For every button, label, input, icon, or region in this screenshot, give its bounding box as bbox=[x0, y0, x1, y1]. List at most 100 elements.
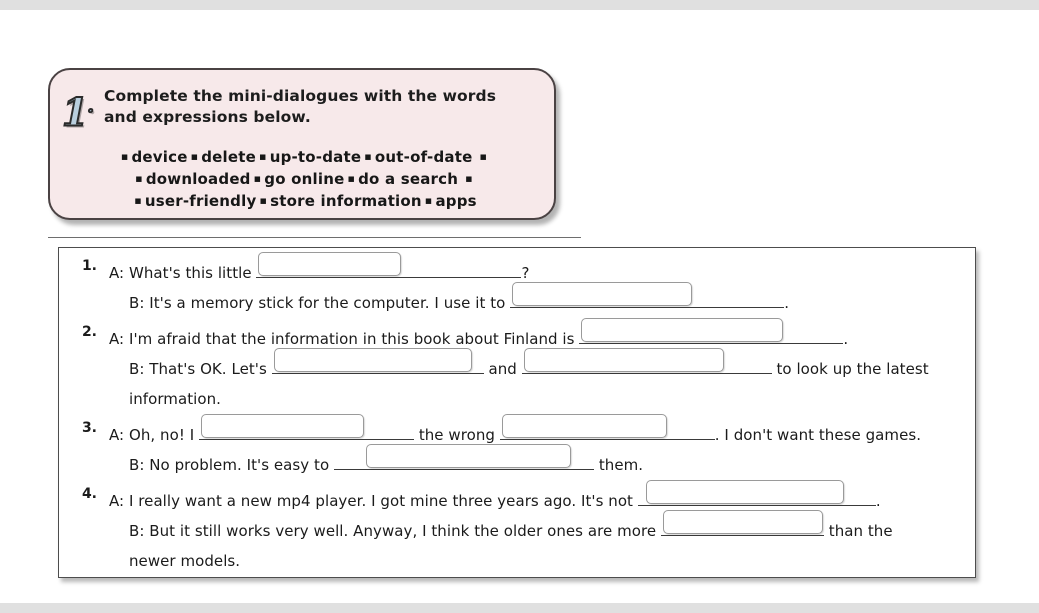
instruction-text: Complete the mini-dialogues with the wor… bbox=[104, 86, 544, 128]
answer-input[interactable] bbox=[501, 414, 667, 438]
dialogue-text: But it still works very well. Anyway, I … bbox=[149, 522, 661, 540]
item-lines: A: I'm afraid that the information in th… bbox=[109, 318, 961, 414]
exercise-number: 1. bbox=[61, 82, 118, 136]
exercise-panel: 1.A: What's this little ?B: It's a memor… bbox=[58, 247, 976, 578]
dialogue-text: than the bbox=[823, 522, 893, 540]
dialogue-line: B: But it still works very well. Anyway,… bbox=[109, 510, 961, 546]
instruction-card: 1. Complete the mini-dialogues with the … bbox=[48, 68, 556, 220]
dialogue-line: newer models. bbox=[109, 546, 961, 576]
answer-input[interactable] bbox=[523, 348, 724, 372]
exercise-item: 1. A: What's this little ?B: It's a memor… bbox=[71, 252, 961, 318]
word-bank-word: delete bbox=[201, 148, 257, 166]
answer-input[interactable] bbox=[273, 348, 472, 372]
answer-input[interactable] bbox=[201, 414, 364, 438]
dialogue-text: . I don't want these games. bbox=[714, 426, 922, 444]
item-number: 1. bbox=[81, 258, 97, 274]
word-bank-row: ▪device▪delete▪up-to-date▪out-of-date ▪ bbox=[78, 146, 530, 168]
exercise-item: 3. A: Oh, no! I the wrong . I don't want … bbox=[71, 414, 961, 480]
speaker-label: A: bbox=[109, 426, 129, 444]
speaker-label: B: bbox=[129, 360, 150, 378]
word-bank-word: go online bbox=[264, 170, 345, 188]
word-bank-word: out-of-date bbox=[374, 148, 473, 166]
bullet-icon: ▪ bbox=[134, 194, 142, 207]
word-bank-word: up-to-date bbox=[269, 148, 362, 166]
bullet-icon: ▪ bbox=[364, 150, 372, 163]
answer-blank bbox=[521, 348, 772, 374]
bullet-icon: ▪ bbox=[253, 172, 262, 185]
answer-blank bbox=[510, 282, 785, 308]
exercise-item: 2. A: I'm afraid that the information in … bbox=[71, 318, 961, 414]
instruction-line-2: and expressions below. bbox=[104, 108, 311, 126]
dialogue-text: I'm afraid that the information in this … bbox=[128, 330, 580, 348]
bullet-icon: ▪ bbox=[424, 194, 433, 207]
dialogue-text: No problem. It's easy to bbox=[149, 456, 335, 474]
answer-input[interactable] bbox=[662, 510, 823, 534]
answer-input[interactable] bbox=[645, 480, 844, 504]
speaker-label: A: bbox=[109, 264, 129, 282]
bullet-icon: ▪ bbox=[120, 150, 129, 163]
exercise-items: 1.A: What's this little ?B: It's a memor… bbox=[71, 252, 961, 582]
answer-blank bbox=[637, 480, 876, 506]
dialogue-line: B: No problem. It's easy to them. bbox=[109, 444, 961, 480]
instruction-line-1: Complete the mini-dialogues with the wor… bbox=[104, 87, 497, 105]
bullet-icon: ▪ bbox=[135, 172, 143, 185]
word-bank-word: device bbox=[131, 148, 188, 166]
dialogue-text: What's this little bbox=[128, 264, 257, 282]
dialogue-line: A: Oh, no! I the wrong . I don't want th… bbox=[109, 414, 961, 450]
word-bank-word: do a search bbox=[358, 170, 459, 188]
dialogue-text: and bbox=[483, 360, 522, 378]
dialogue-text: . bbox=[843, 330, 849, 348]
item-lines: A: What's this little ?B: It's a memory … bbox=[109, 252, 961, 318]
dialogue-line: B: It's a memory stick for the computer.… bbox=[109, 282, 961, 318]
answer-blank bbox=[579, 318, 844, 344]
answer-blank bbox=[334, 444, 595, 470]
dialogue-line: A: I'm afraid that the information in th… bbox=[109, 318, 961, 354]
speaker-label: A: bbox=[109, 330, 129, 348]
exercise-number-value: 1 bbox=[61, 89, 90, 136]
bullet-icon: ▪ bbox=[190, 150, 199, 163]
answer-input[interactable] bbox=[512, 282, 693, 306]
dialogue-line: B: That's OK. Let's and to look up the l… bbox=[109, 348, 961, 384]
bullet-icon: ▪ bbox=[475, 150, 488, 163]
speaker-label: A: bbox=[109, 492, 129, 510]
exercise-item: 4. A: I really want a new mp4 player. I g… bbox=[71, 480, 961, 576]
dialogue-text: . bbox=[875, 492, 881, 510]
dialogue-text: them. bbox=[594, 456, 644, 474]
bullet-icon: ▪ bbox=[259, 194, 268, 207]
bullet-icon: ▪ bbox=[259, 150, 267, 163]
item-lines: A: I really want a new mp4 player. I got… bbox=[109, 480, 961, 576]
word-bank-word: apps bbox=[435, 192, 477, 210]
item-number: 2. bbox=[81, 324, 97, 340]
dialogue-line: A: I really want a new mp4 player. I got… bbox=[109, 480, 961, 516]
speaker-label: B: bbox=[129, 522, 150, 540]
answer-blank bbox=[271, 348, 484, 374]
bullet-icon: ▪ bbox=[461, 172, 473, 185]
dialogue-text: to look up the latest bbox=[771, 360, 929, 378]
bullet-icon: ▪ bbox=[347, 172, 356, 185]
bottom-band bbox=[0, 603, 1039, 613]
speaker-label: B: bbox=[129, 456, 150, 474]
dialogue-text: ? bbox=[521, 264, 530, 282]
dialogue-text: Oh, no! I bbox=[128, 426, 199, 444]
word-bank-row: ▪downloaded▪go online▪do a search ▪ bbox=[78, 168, 530, 190]
item-number: 3. bbox=[81, 420, 97, 436]
answer-input[interactable] bbox=[581, 318, 784, 342]
word-bank-row: ▪user-friendly▪store information▪apps bbox=[78, 190, 530, 212]
dialogue-text: It's a memory stick for the computer. I … bbox=[149, 294, 511, 312]
word-bank: ▪device▪delete▪up-to-date▪out-of-date ▪▪… bbox=[78, 146, 530, 212]
answer-blank bbox=[256, 252, 522, 278]
section-divider bbox=[48, 237, 581, 238]
answer-blank bbox=[199, 414, 414, 440]
top-band bbox=[0, 0, 1039, 10]
answer-input[interactable] bbox=[366, 444, 572, 468]
dialogue-line: A: What's this little ? bbox=[109, 252, 961, 288]
word-bank-word: downloaded bbox=[145, 170, 251, 188]
dialogue-line: information. bbox=[109, 384, 961, 414]
answer-blank bbox=[660, 510, 824, 536]
word-bank-word: user-friendly bbox=[144, 192, 257, 210]
answer-input[interactable] bbox=[258, 252, 402, 276]
word-bank-word: store information bbox=[270, 192, 422, 210]
dialogue-text: the wrong bbox=[414, 426, 500, 444]
item-number: 4. bbox=[81, 486, 97, 502]
item-lines: A: Oh, no! I the wrong . I don't want th… bbox=[109, 414, 961, 480]
